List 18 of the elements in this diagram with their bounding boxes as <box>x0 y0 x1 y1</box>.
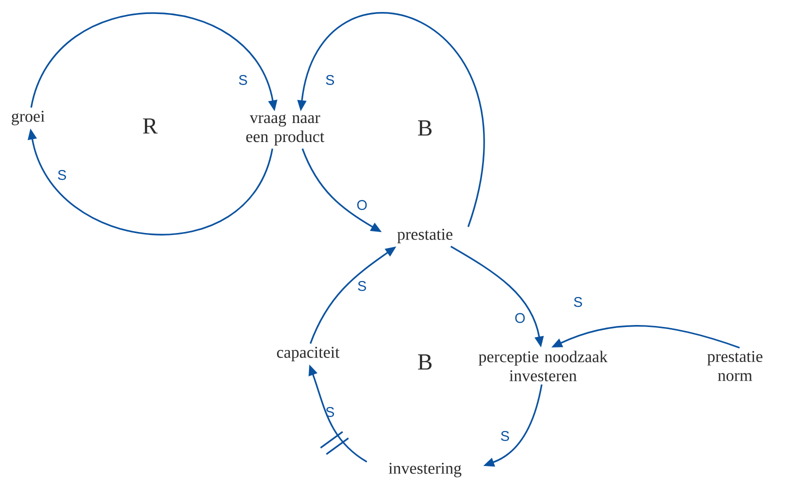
loop-label: B <box>418 120 432 136</box>
variable-label: investering <box>388 462 462 478</box>
edge-label: O <box>515 313 525 323</box>
variable-label: prestatie norm <box>707 350 762 382</box>
edge-label: S <box>238 75 248 85</box>
edge-label: S <box>574 297 582 307</box>
variable-label: vraag naar een product <box>246 114 324 146</box>
edge-label: O <box>357 200 367 210</box>
edge-label: S <box>358 281 366 291</box>
variable-label: perceptie noodzaak investeren <box>478 350 608 382</box>
edge-label: S <box>326 75 334 85</box>
variable-label: capaciteit <box>277 346 340 362</box>
loop-label: B <box>418 354 432 370</box>
variable-label: prestatie <box>397 228 452 244</box>
variable-label: groei <box>12 110 45 126</box>
edge-label: S <box>500 431 510 441</box>
edge-label: S <box>58 170 66 180</box>
loop-label: R <box>143 118 158 134</box>
